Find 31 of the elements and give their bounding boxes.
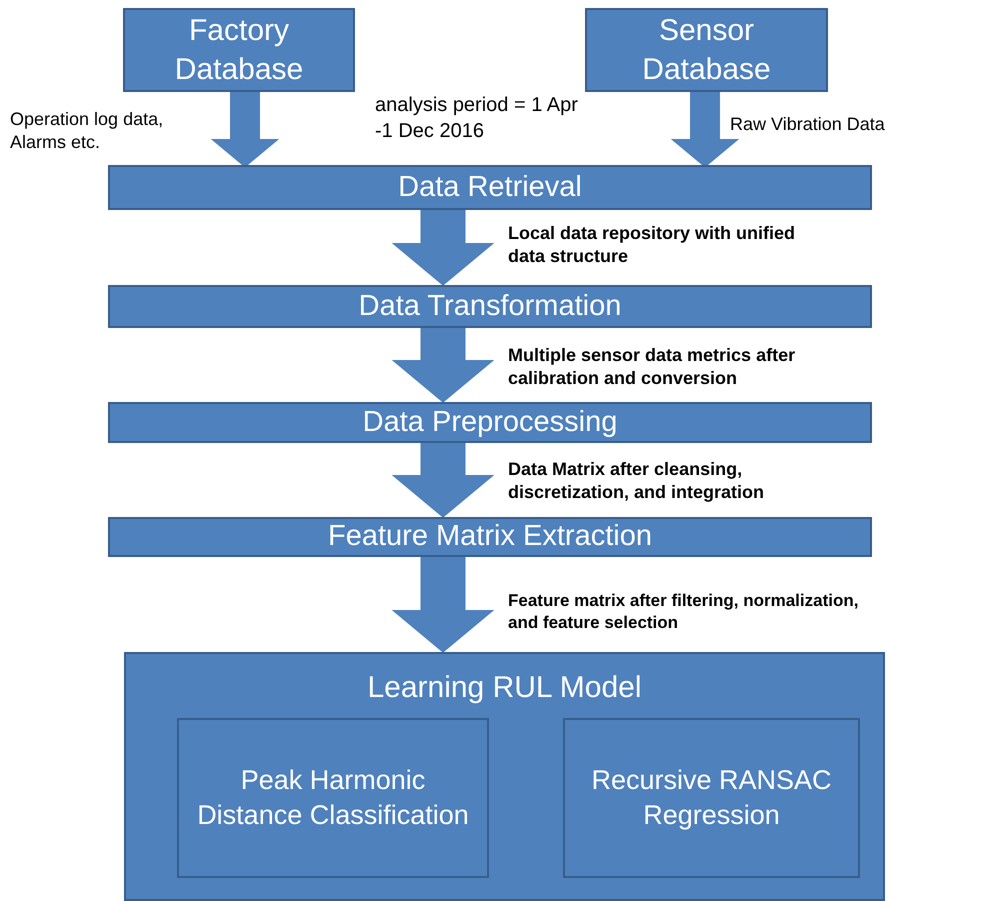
block-arrow <box>670 92 740 168</box>
box-label: Peak Harmonic Distance Classification <box>196 764 470 832</box>
process-box <box>108 517 872 557</box>
box-label: Recursive RANSAC Regression <box>590 764 833 832</box>
method-box <box>563 718 860 878</box>
edge-label: Raw Vibration Data <box>730 113 886 136</box>
block-arrow <box>392 210 494 286</box>
note-text: analysis period = 1 Apr -1 Dec 2016 <box>375 93 579 144</box>
edge-label: Data Matrix after cleansing, discretization, and integration <box>508 458 766 504</box>
block-arrow <box>210 92 280 168</box>
process-box <box>124 652 885 901</box>
edge-label: Multiple sensor data metrics after calibration and conversion <box>508 344 796 390</box>
block-arrow <box>392 443 494 518</box>
box-label: Data Transformation <box>358 288 622 324</box>
process-box <box>123 8 355 92</box>
box-label: Feature Matrix Extraction <box>328 519 652 554</box>
process-box <box>108 402 872 443</box>
block-arrow <box>392 328 494 403</box>
box-label: Learning RUL Model <box>367 670 642 706</box>
method-box <box>177 718 489 878</box>
box-label: Sensor Database <box>641 13 772 88</box>
process-box <box>585 8 828 92</box>
edge-label: Feature matrix after filtering, normalization, and feature selection <box>508 590 860 634</box>
box-label: Data Preprocessing <box>362 404 618 440</box>
edge-label: Operation log data, Alarms etc. <box>10 108 164 154</box>
process-box <box>108 285 872 328</box>
block-arrow <box>392 557 494 653</box>
box-label: Factory Database <box>174 13 304 88</box>
process-box <box>108 165 872 210</box>
box-label: Data Retrieval <box>398 170 582 205</box>
edge-label: Local data repository with unified data structure <box>508 222 796 268</box>
